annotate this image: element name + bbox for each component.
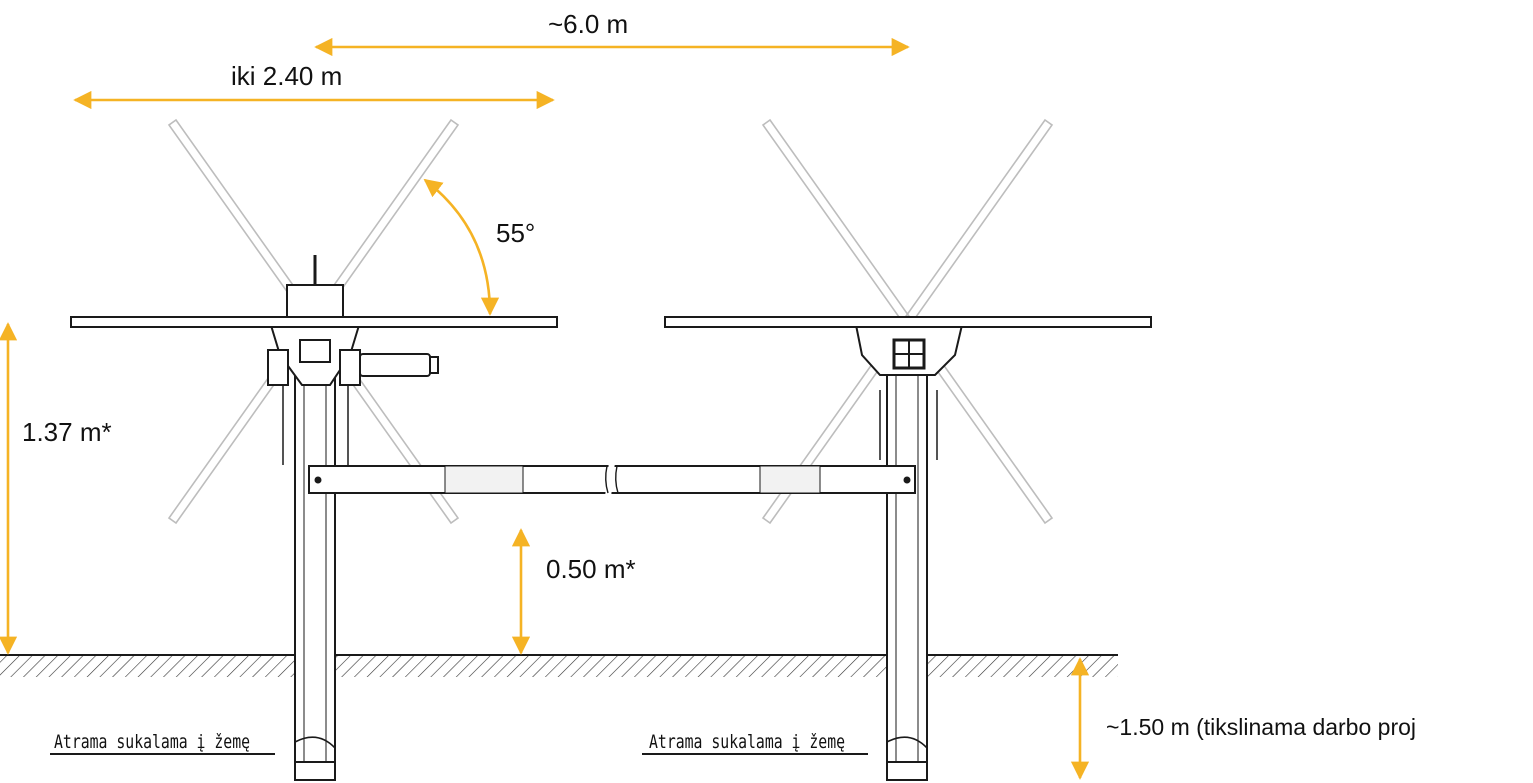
- ghost-panel-right: [761, 118, 1054, 525]
- label-hub-height: 1.37 m*: [22, 417, 112, 447]
- ground-label-right: Atrama sukalama į žemę: [642, 731, 868, 755]
- tracker-left: [70, 255, 558, 781]
- panel-left: [70, 316, 558, 328]
- ground-label-right-text: Atrama sukalama į žemę: [649, 731, 845, 753]
- ground-label-left: Atrama sukalama į žemę: [50, 731, 275, 755]
- label-panel-width: iki 2.40 m: [231, 61, 342, 91]
- panel-right: [664, 316, 1152, 328]
- torque-tube: [308, 461, 916, 498]
- dim-tilt-angle-arrow: [423, 178, 500, 316]
- label-row-spacing: ~6.0 m: [548, 9, 628, 39]
- label-tilt-angle: 55°: [496, 218, 535, 248]
- pile-right: [886, 369, 928, 781]
- ground: [0, 654, 1118, 677]
- ground-label-left-text: Atrama sukalama į žemę: [54, 731, 250, 753]
- label-embed-depth: ~1.50 m (tikslinama darbo proj: [1106, 714, 1416, 740]
- pile-left: [294, 334, 336, 781]
- actuator-left: [359, 353, 431, 377]
- label-ground-clearance: 0.50 m*: [546, 554, 636, 584]
- tracker-right: [664, 316, 1152, 781]
- ghost-panel-left: [167, 118, 460, 525]
